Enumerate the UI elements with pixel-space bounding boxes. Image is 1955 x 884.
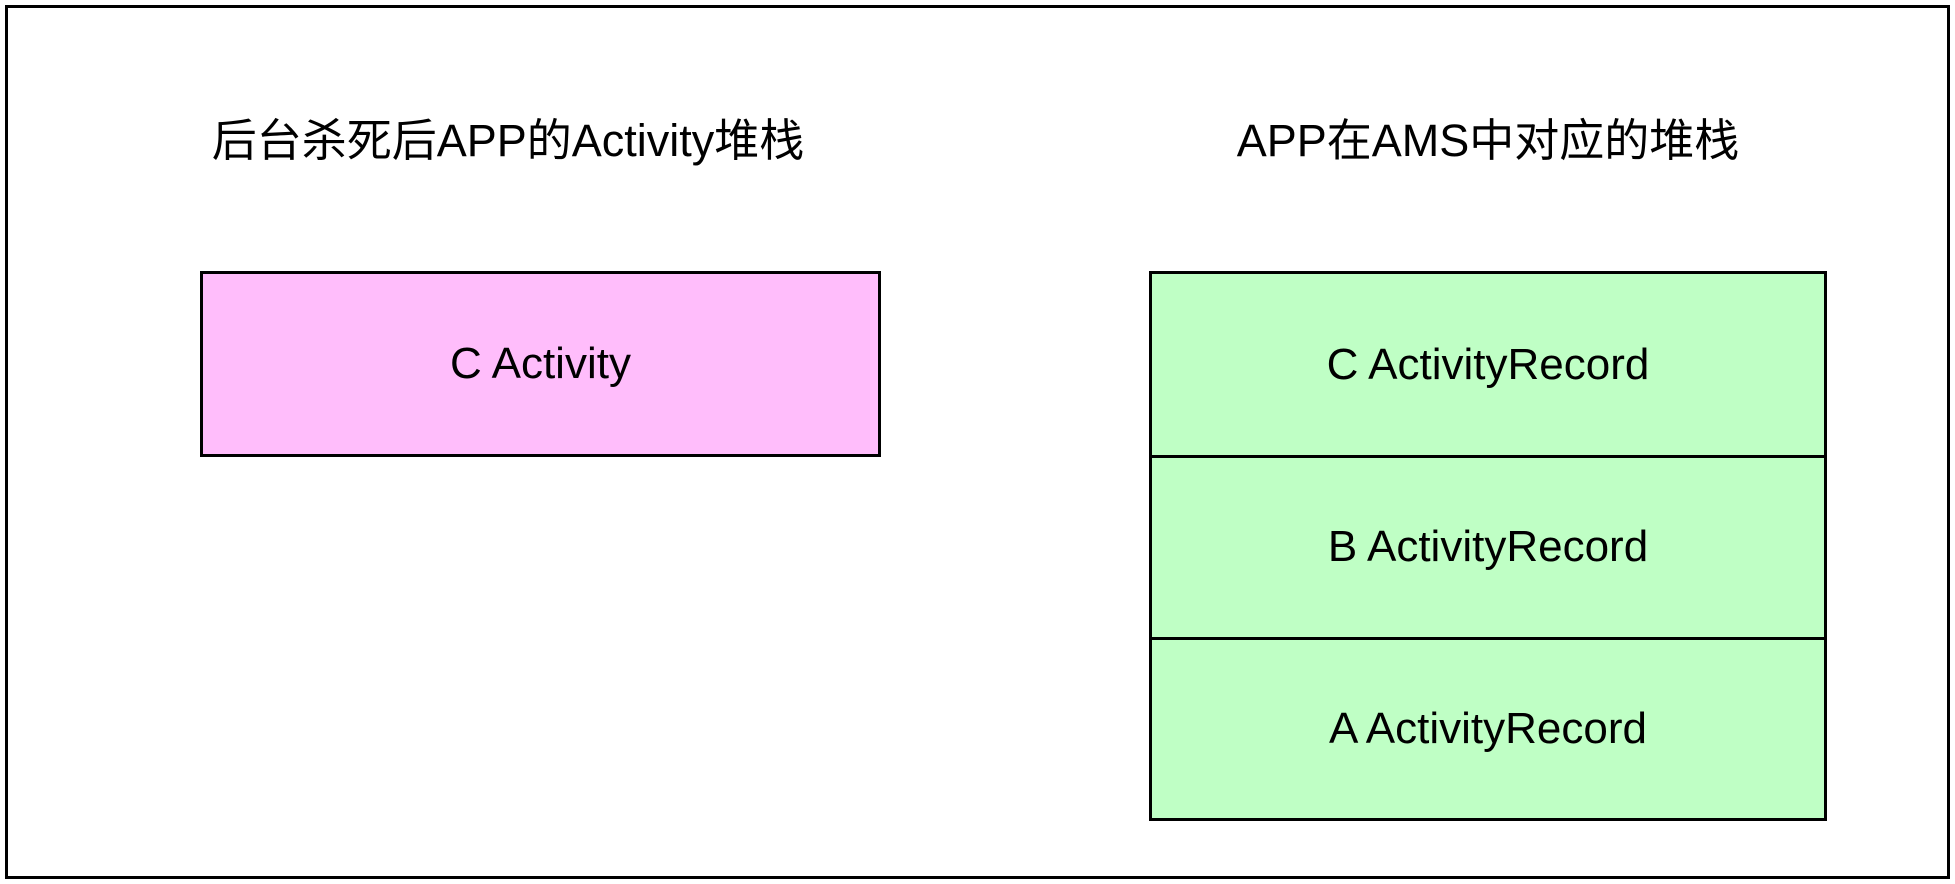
stack-cell-c-activityrecord: C ActivityRecord — [1152, 274, 1824, 456]
ams-activity-record-stack: C ActivityRecord B ActivityRecord A Acti… — [1149, 271, 1827, 821]
stack-cell-c-activity: C Activity — [203, 274, 878, 454]
column-title-ams-stack: APP在AMS中对应的堆栈 — [1236, 115, 1740, 166]
app-activity-stack: C Activity — [200, 271, 881, 457]
column-title-app-stack: 后台杀死后APP的Activity堆栈 — [211, 115, 805, 166]
stack-cell-b-activityrecord: B ActivityRecord — [1152, 455, 1824, 637]
stack-cell-a-activityrecord: A ActivityRecord — [1152, 636, 1824, 818]
diagram-outer-frame: 后台杀死后APP的Activity堆栈 APP在AMS中对应的堆栈 C Acti… — [5, 5, 1950, 879]
